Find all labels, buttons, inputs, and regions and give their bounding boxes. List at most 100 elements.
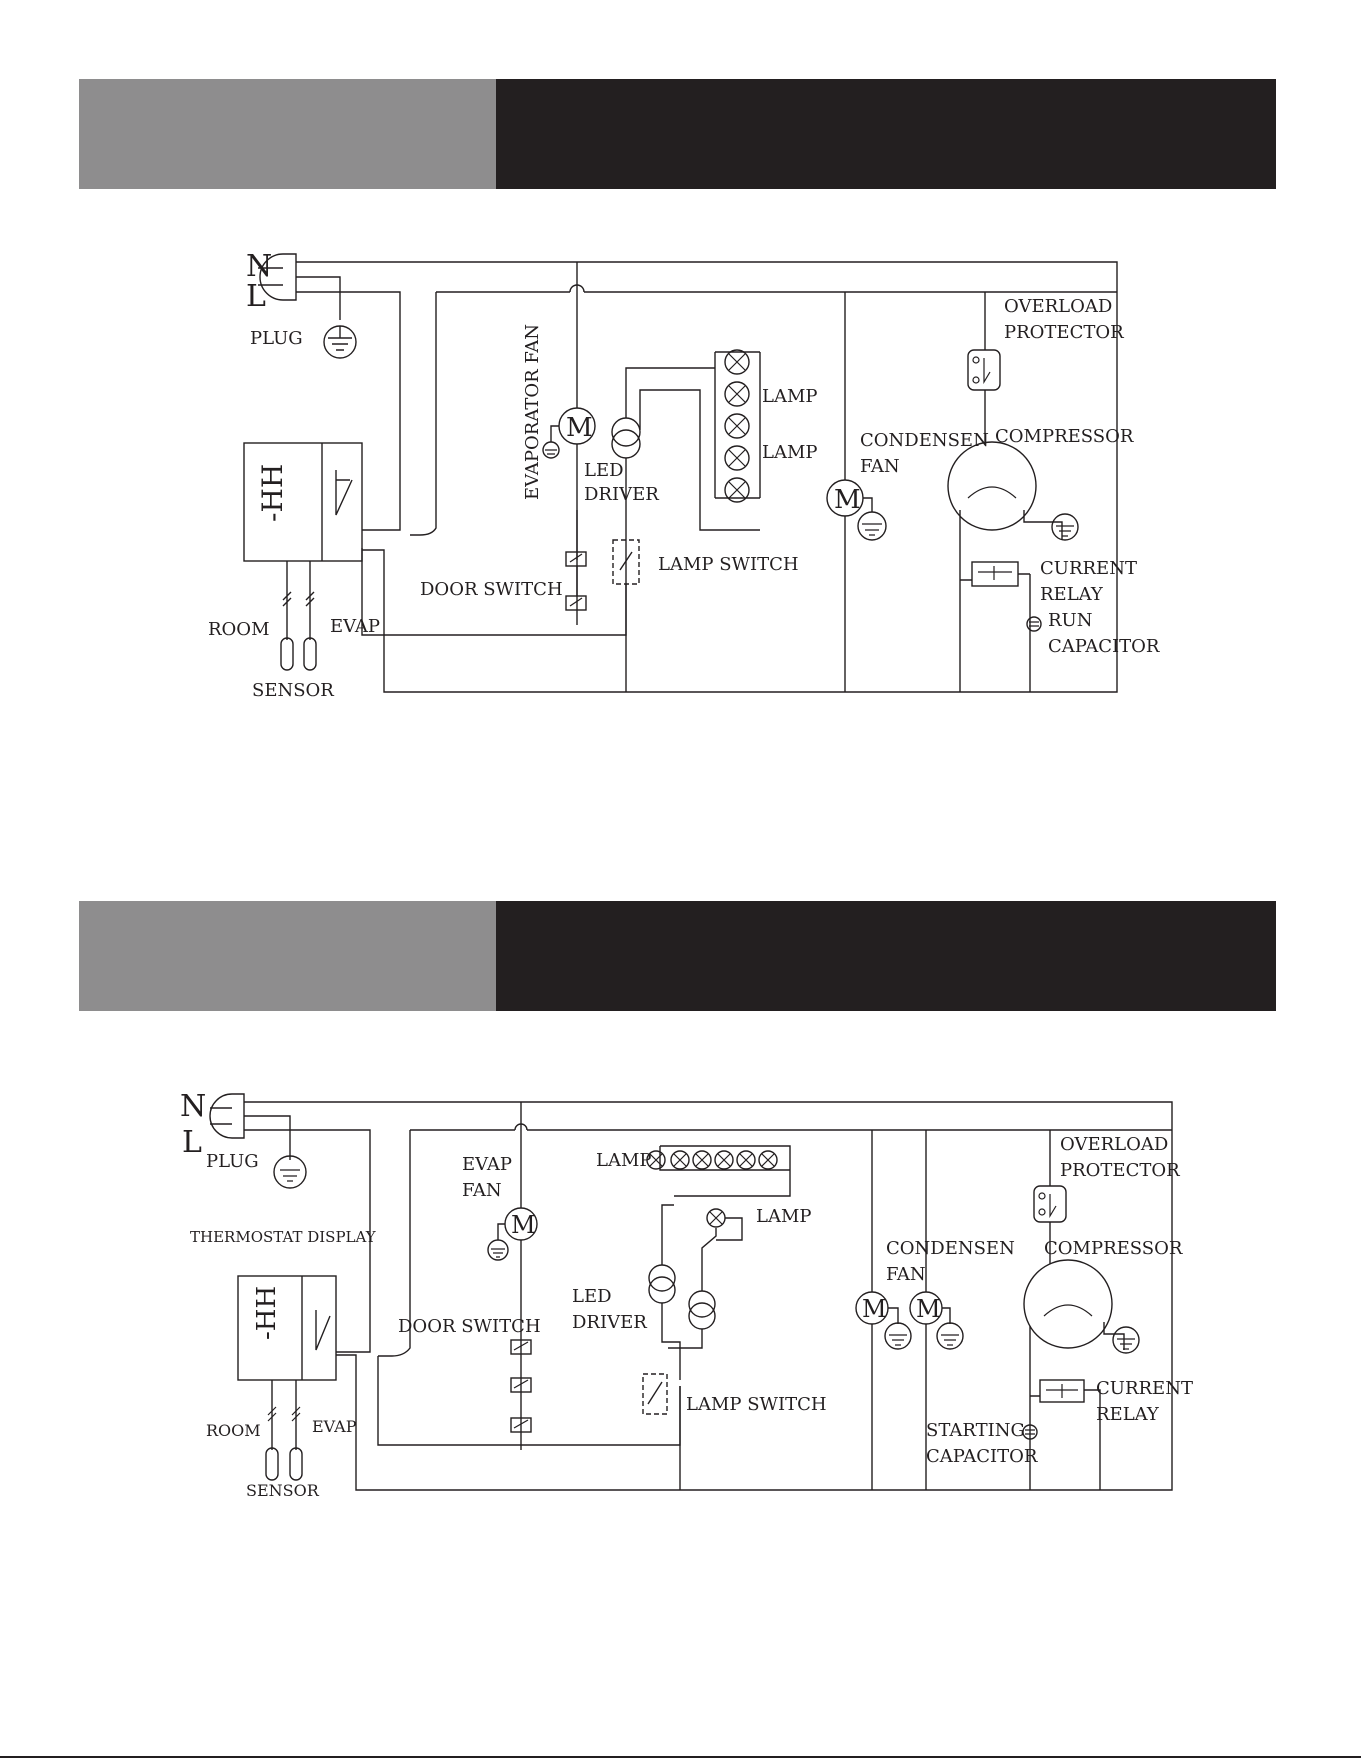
display-digits: -HH (252, 1286, 282, 1340)
label-evap: EVAP (462, 1154, 512, 1175)
label-compressor: COMPRESSOR (995, 426, 1134, 447)
label-condensen-fan: FAN (886, 1264, 926, 1285)
sensor-probe-evap (303, 637, 317, 671)
plug-icon (209, 1093, 291, 1160)
footer-rule (0, 1756, 1361, 1758)
lamp-icon-2 (724, 381, 750, 407)
overload-protector-icon (1033, 1185, 1067, 1223)
led-driver-icon-1 (648, 1264, 676, 1304)
label-n: N (246, 249, 272, 284)
label-plug: PLUG (206, 1151, 259, 1172)
lamp-switch-icon (612, 539, 640, 692)
label-room: ROOM (206, 1421, 261, 1440)
label-l: L (182, 1125, 202, 1160)
sensor-probe-evap (289, 1447, 303, 1481)
plug-ground-icon (273, 1155, 307, 1189)
label-current: CURRENT (1096, 1378, 1193, 1399)
label-lamp: LAMP (756, 1206, 812, 1227)
evap-fan-motor-icon: M (487, 1207, 538, 1261)
label-lamp-row: LAMP (596, 1150, 652, 1171)
svg-text:M: M (511, 1211, 536, 1239)
condenser-fan-motor-icon-2: M (909, 1291, 964, 1350)
label-lamp-a: LAMP (762, 386, 818, 407)
label-protector: PROTECTOR (1060, 1160, 1180, 1181)
wiring-diagram-1: N L PLUG -HH ROOM EVAP SENSOR DOOR SWITC… (208, 249, 1160, 701)
display-digits: -HH (256, 464, 289, 522)
label-overload: OVERLOAD (1004, 296, 1112, 317)
lamp-icon-5 (724, 477, 750, 503)
svg-text:M: M (834, 485, 861, 515)
door-switch-lower (565, 595, 587, 611)
current-relay-icon (1039, 1379, 1085, 1403)
header-grey-block (79, 79, 496, 189)
lamp-icon-1 (724, 349, 750, 375)
plug-icon (258, 253, 341, 320)
label-door-switch: DOOR SWITCH (420, 579, 563, 600)
compressor-icon (1023, 1259, 1125, 1490)
door-switch-3 (510, 1417, 532, 1433)
label-condensen: CONDENSEN (860, 430, 989, 451)
run-capacitor-icon (1026, 616, 1042, 632)
label-capacitor: CAPACITOR (926, 1446, 1038, 1467)
starting-capacitor-icon (1022, 1424, 1038, 1440)
label-plug: PLUG (250, 328, 303, 349)
led-driver-icon-2 (688, 1290, 716, 1330)
lamp-icon-row-5 (736, 1150, 756, 1170)
label-lamp-switch: LAMP SWITCH (686, 1394, 827, 1415)
label-relay: RELAY (1096, 1404, 1160, 1425)
label-relay: RELAY (1040, 584, 1104, 605)
label-sensor: SENSOR (252, 680, 334, 701)
door-switch-1 (510, 1339, 532, 1355)
current-relay-icon (971, 561, 1019, 587)
label-compressor: COMPRESSOR (1044, 1238, 1183, 1259)
wiring-diagram-2: N L PLUG THERMOSTAT DISPLAY -HH ROOM EVA… (180, 1089, 1193, 1500)
label-evap: EVAP (330, 616, 380, 637)
label-led: LED (572, 1286, 612, 1307)
header-dark-block (496, 901, 1276, 1011)
lamp-icon-3 (724, 413, 750, 439)
label-evap-sensor: EVAP (312, 1417, 357, 1436)
section-header-bar-2 (79, 901, 1276, 1011)
label-overload: OVERLOAD (1060, 1134, 1168, 1155)
lamp-icon-row-3 (692, 1150, 712, 1170)
thermostat-display: -HH (237, 1275, 337, 1381)
label-led: LED (584, 460, 624, 481)
label-l: L (246, 279, 266, 314)
label-driver: DRIVER (584, 484, 659, 505)
led-driver-icon (611, 367, 760, 540)
label-room: ROOM (208, 619, 270, 640)
plug-ground-icon (323, 325, 357, 359)
door-switch-upper (565, 551, 587, 567)
label-capacitor: CAPACITOR (1048, 636, 1160, 657)
lamp-icon-row-4 (714, 1150, 734, 1170)
label-evaporator-fan: EVAPORATOR FAN (522, 324, 543, 500)
label-starting: STARTING (926, 1420, 1025, 1441)
label-fan: FAN (860, 456, 900, 477)
lamp-switch-icon (642, 1373, 681, 1490)
lamp-icon-single (706, 1208, 726, 1228)
sensor-probe-room (265, 1447, 279, 1481)
header-dark-block (496, 79, 1276, 189)
label-protector: PROTECTOR (1004, 322, 1124, 343)
compressor-icon (947, 441, 1063, 692)
lamp-icon-4 (724, 445, 750, 471)
section-header-bar-1 (79, 79, 1276, 189)
label-driver: DRIVER (572, 1312, 647, 1333)
label-sensor: SENSOR (246, 1481, 320, 1500)
overload-protector-icon (967, 349, 1001, 391)
compressor-ground-icon (1112, 1326, 1140, 1354)
label-n: N (180, 1089, 206, 1124)
svg-text:M: M (916, 1295, 941, 1323)
compressor-ground-icon (1051, 513, 1079, 541)
header-grey-block (79, 901, 496, 1011)
condenser-fan-motor-icon: M (826, 479, 887, 541)
lamp-icon-row-6 (758, 1150, 778, 1170)
label-current: CURRENT (1040, 558, 1137, 579)
condenser-fan-motor-icon-1: M (855, 1291, 912, 1350)
svg-text:M: M (862, 1295, 887, 1323)
label-condensen: CONDENSEN (886, 1238, 1015, 1259)
label-lamp-b: LAMP (762, 442, 818, 463)
thermostat-display: -HH (243, 442, 363, 562)
label-fan: FAN (462, 1180, 502, 1201)
door-switch-2 (510, 1377, 532, 1393)
